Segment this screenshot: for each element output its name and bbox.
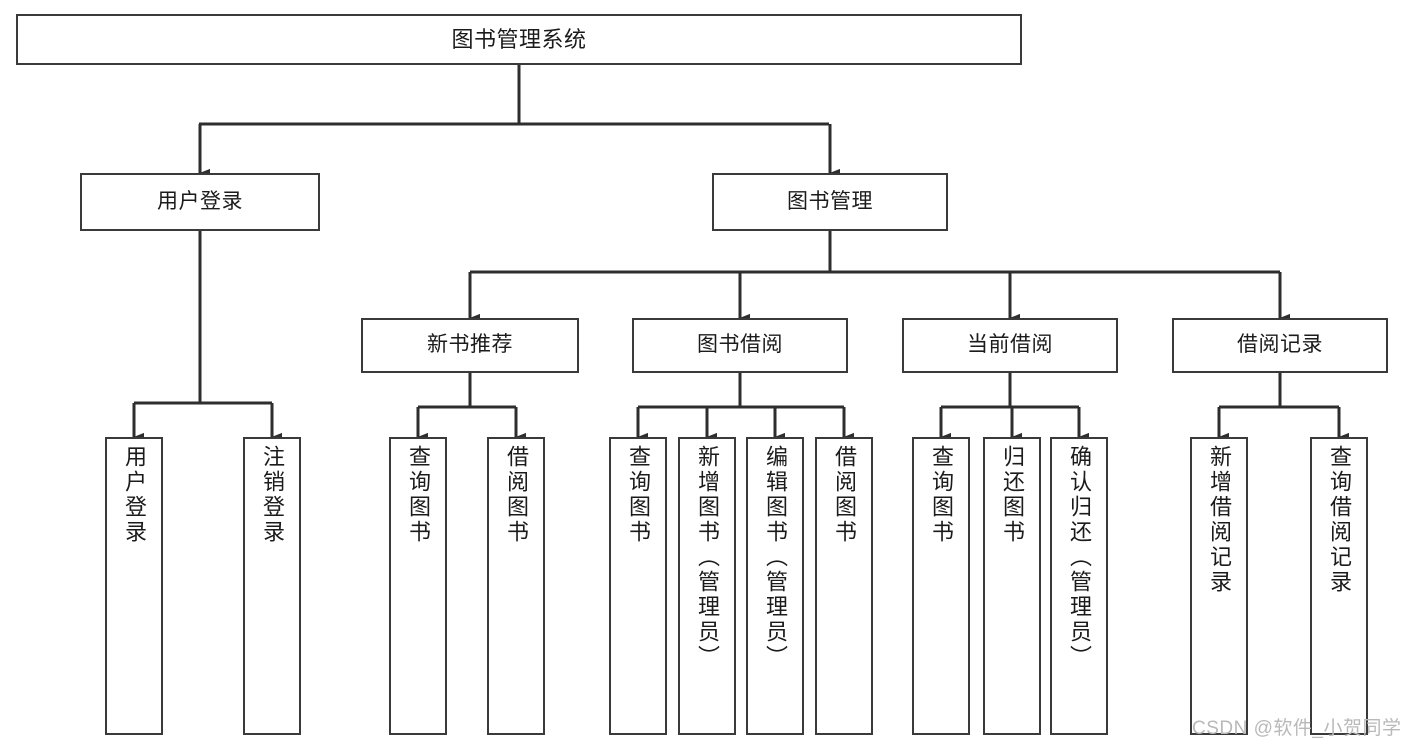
node-label-leaf-edit-book: 编辑图书（管理员）: [763, 445, 788, 670]
node-label-root: 图书管理系统: [451, 26, 587, 52]
node-leaf-borrow-book-1[interactable]: 借阅图书: [487, 437, 545, 735]
node-root[interactable]: 图书管理系统: [16, 14, 1022, 65]
node-book-manage[interactable]: 图书管理: [712, 173, 948, 231]
node-leaf-query-book-2[interactable]: 查询图书: [609, 437, 667, 735]
node-leaf-query-book-1[interactable]: 查询图书: [389, 437, 447, 735]
node-label-user-login: 用户登录: [157, 189, 243, 213]
node-label-leaf-query-book-1: 查询图书: [406, 445, 431, 545]
node-label-book-manage: 图书管理: [787, 189, 873, 213]
node-leaf-query-record[interactable]: 查询借阅记录: [1310, 437, 1368, 735]
node-leaf-confirm-return[interactable]: 确认归还（管理员）: [1050, 437, 1108, 735]
node-label-leaf-logout: 注销登录: [260, 445, 285, 545]
node-label-leaf-user-login: 用户登录: [122, 445, 147, 545]
node-label-borrow-record: 借阅记录: [1237, 333, 1323, 357]
node-label-leaf-return-book: 归还图书: [1000, 445, 1025, 545]
node-label-leaf-query-record: 查询借阅记录: [1327, 445, 1352, 595]
node-label-leaf-confirm-return: 确认归还（管理员）: [1067, 445, 1092, 670]
node-label-leaf-borrow-book-2: 借阅图书: [832, 445, 857, 545]
node-leaf-borrow-book-2[interactable]: 借阅图书: [815, 437, 873, 735]
node-label-new-book-rec: 新书推荐: [427, 333, 513, 357]
node-leaf-add-record[interactable]: 新增借阅记录: [1190, 437, 1248, 735]
node-current-borrow[interactable]: 当前借阅: [902, 318, 1118, 373]
node-leaf-add-book[interactable]: 新增图书（管理员）: [678, 437, 736, 735]
node-label-leaf-add-record: 新增借阅记录: [1207, 445, 1232, 595]
node-book-borrow[interactable]: 图书借阅: [632, 318, 848, 373]
node-leaf-return-book[interactable]: 归还图书: [983, 437, 1041, 735]
node-borrow-record[interactable]: 借阅记录: [1172, 318, 1388, 373]
node-new-book-rec[interactable]: 新书推荐: [361, 318, 579, 373]
node-label-leaf-add-book: 新增图书（管理员）: [695, 445, 720, 670]
node-leaf-query-book-3[interactable]: 查询图书: [912, 437, 970, 735]
node-user-login[interactable]: 用户登录: [80, 173, 320, 231]
node-label-current-borrow: 当前借阅: [967, 333, 1053, 357]
node-leaf-logout[interactable]: 注销登录: [243, 437, 301, 735]
node-label-book-borrow: 图书借阅: [697, 333, 783, 357]
node-leaf-user-login[interactable]: 用户登录: [105, 437, 163, 735]
node-label-leaf-query-book-2: 查询图书: [626, 445, 651, 545]
node-leaf-edit-book[interactable]: 编辑图书（管理员）: [746, 437, 804, 735]
node-label-leaf-borrow-book-1: 借阅图书: [504, 445, 529, 545]
node-label-leaf-query-book-3: 查询图书: [929, 445, 954, 545]
